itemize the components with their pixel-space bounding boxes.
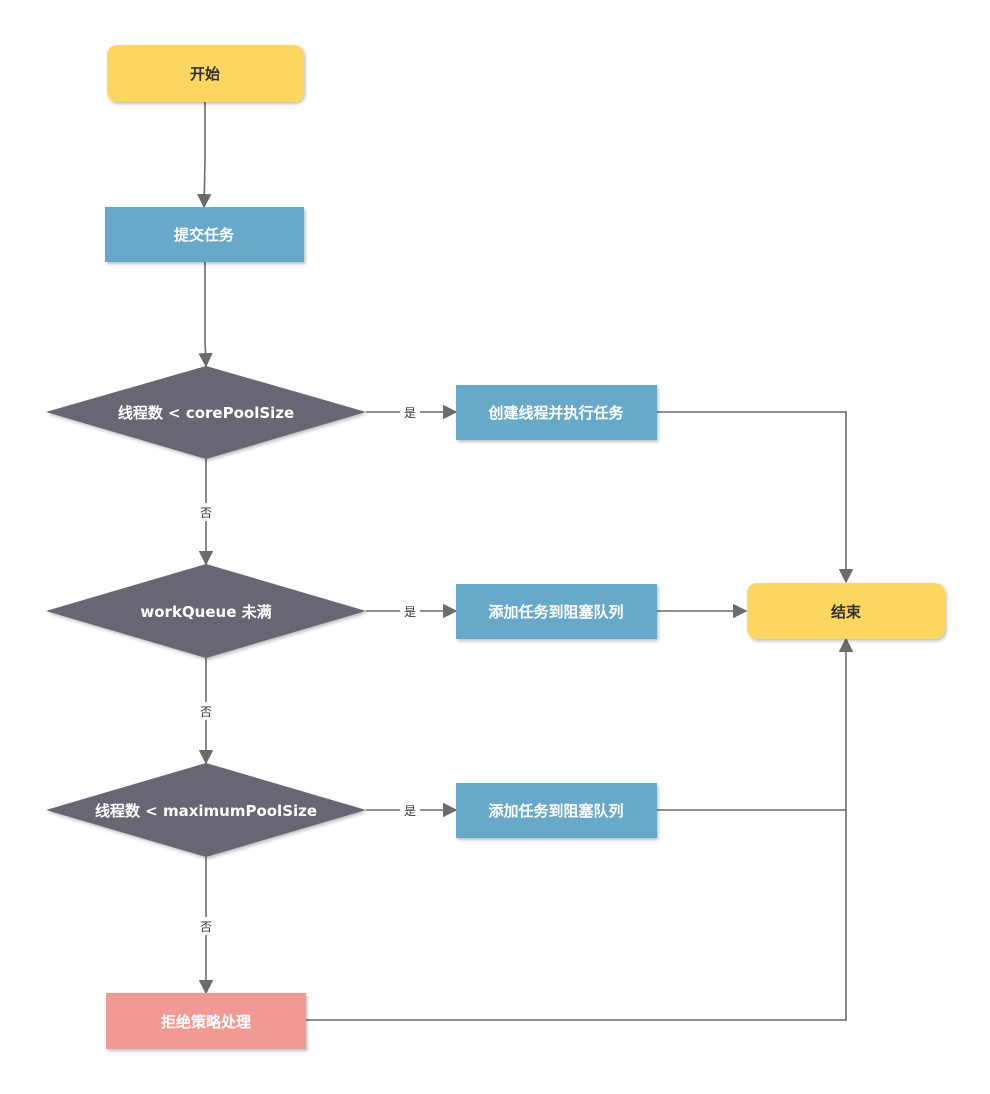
edge-reject-end [306, 810, 847, 1021]
edge-label-yes-3: 是 [404, 804, 416, 818]
node-decision-max-label: 线程数 < maximumPoolSize [95, 802, 317, 820]
node-add-queue-2-label: 添加任务到阻塞队列 [488, 802, 623, 820]
edge-create-end [657, 411, 854, 584]
node-create-thread-label: 创建线程并执行任务 [487, 404, 624, 422]
edge-start-submit [197, 102, 212, 209]
edge-addqueue2-end [657, 637, 854, 811]
edge-label-no-2: 否 [200, 705, 212, 719]
node-end-label: 结束 [831, 603, 862, 621]
node-reject: 拒绝策略处理 [106, 993, 306, 1049]
node-reject-label: 拒绝策略处理 [161, 1013, 251, 1031]
node-decision-queue: workQueue 未满 [46, 564, 366, 658]
edge-submit-decision-core [198, 262, 213, 368]
edge-label-yes-2: 是 [404, 605, 416, 619]
edge-label-yes-1: 是 [404, 406, 416, 420]
node-add-queue: 添加任务到阻塞队列 [456, 584, 657, 639]
node-decision-core-label: 线程数 < corePoolSize [118, 404, 294, 422]
node-create-thread: 创建线程并执行任务 [456, 385, 657, 440]
edge-labels: 是 否 是 否 是 否 [196, 403, 420, 935]
node-decision-queue-label: workQueue 未满 [140, 603, 271, 621]
node-submit: 提交任务 [105, 207, 304, 262]
edge-label-no-3: 否 [200, 920, 212, 934]
node-add-queue-2: 添加任务到阻塞队列 [456, 783, 657, 838]
node-decision-max: 线程数 < maximumPoolSize [46, 763, 366, 857]
node-start-label: 开始 [190, 65, 220, 83]
node-end: 结束 [747, 583, 945, 639]
node-add-queue-label: 添加任务到阻塞队列 [488, 603, 623, 621]
edge-label-no-1: 否 [200, 506, 212, 520]
node-decision-core: 线程数 < corePoolSize [46, 366, 366, 459]
node-submit-label: 提交任务 [174, 226, 235, 244]
node-start: 开始 [107, 45, 304, 102]
